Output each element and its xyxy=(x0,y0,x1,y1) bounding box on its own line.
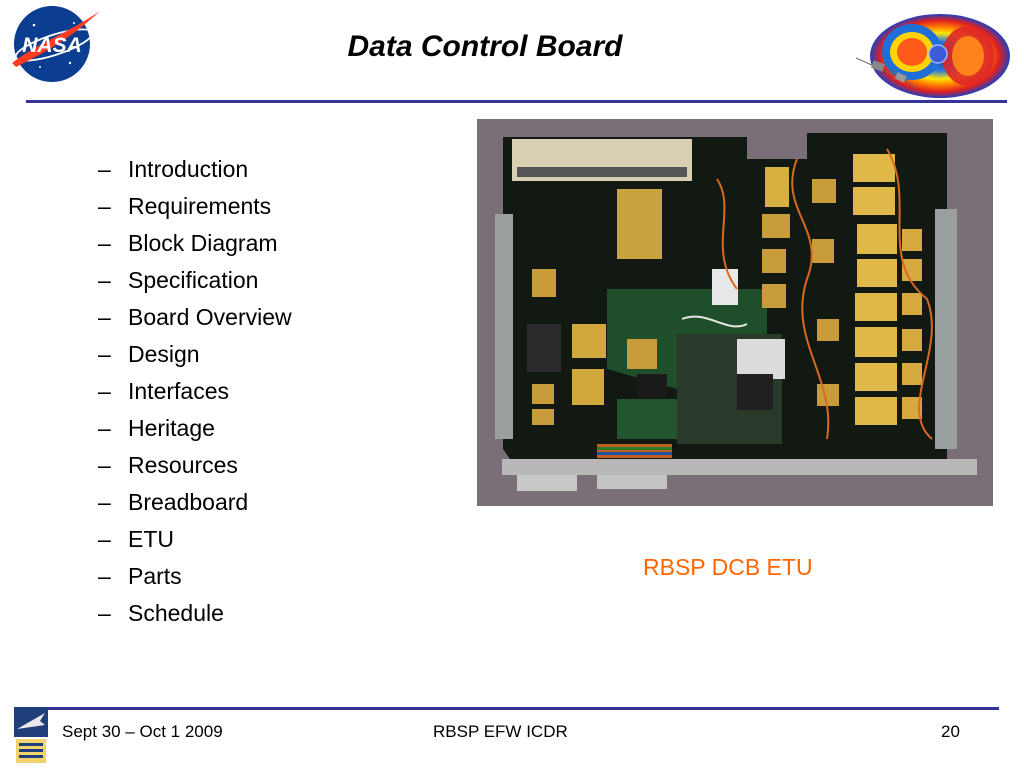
circuit-board-photo xyxy=(477,119,993,506)
photo-caption: RBSP DCB ETU xyxy=(643,554,813,580)
list-item: –Interfaces xyxy=(98,374,292,411)
list-item: –Schedule xyxy=(98,596,292,633)
list-item-label: Breadboard xyxy=(128,489,249,515)
list-item: –ETU xyxy=(98,522,292,559)
radiation-belts-logo xyxy=(856,14,1010,98)
bullet-dash: – xyxy=(98,452,111,478)
list-item-label: Specification xyxy=(128,267,259,293)
list-item: –Parts xyxy=(98,559,292,596)
bullet-dash: – xyxy=(98,600,111,626)
footer-divider xyxy=(18,707,999,710)
list-item-label: Schedule xyxy=(128,600,224,626)
list-item: –Requirements xyxy=(98,189,292,226)
list-item-label: Resources xyxy=(128,452,238,478)
bullet-dash: – xyxy=(98,193,111,219)
list-item: –Block Diagram xyxy=(98,226,292,263)
title-divider xyxy=(26,100,1007,103)
nasa-logo: NASA xyxy=(12,6,100,82)
list-item-label: Board Overview xyxy=(128,304,292,330)
bullet-dash: – xyxy=(98,563,111,589)
footer-event: RBSP EFW ICDR xyxy=(433,722,568,741)
svg-text:NASA: NASA xyxy=(22,34,82,57)
page-number: 20 xyxy=(941,722,960,741)
list-item-label: Heritage xyxy=(128,415,215,441)
list-item: –Resources xyxy=(98,448,292,485)
bullet-dash: – xyxy=(98,415,111,441)
list-item-label: Design xyxy=(128,341,200,367)
list-item: –Specification xyxy=(98,263,292,300)
slide-title: Data Control Board xyxy=(347,30,623,63)
bullet-dash: – xyxy=(98,156,111,182)
list-item-label: Block Diagram xyxy=(128,230,278,256)
bullet-dash: – xyxy=(98,304,111,330)
footer-date: Sept 30 – Oct 1 2009 xyxy=(62,722,223,741)
bullet-dash: – xyxy=(98,378,111,404)
list-item: –Introduction xyxy=(98,152,292,189)
bullet-dash: – xyxy=(98,267,111,293)
list-item: –Heritage xyxy=(98,411,292,448)
space-sciences-lab-logo xyxy=(14,707,48,763)
list-item: –Design xyxy=(98,337,292,374)
list-item-label: Parts xyxy=(128,563,182,589)
list-item-label: Requirements xyxy=(128,193,272,219)
list-item-label: Interfaces xyxy=(128,378,229,404)
bullet-dash: – xyxy=(98,526,111,552)
agenda-list: –Introduction –Requirements –Block Diagr… xyxy=(98,152,292,633)
bullet-dash: – xyxy=(98,230,111,256)
list-item-label: ETU xyxy=(128,526,174,552)
bullet-dash: – xyxy=(98,341,111,367)
list-item: –Board Overview xyxy=(98,300,292,337)
list-item: –Breadboard xyxy=(98,485,292,522)
list-item-label: Introduction xyxy=(128,156,249,182)
bullet-dash: – xyxy=(98,489,111,515)
